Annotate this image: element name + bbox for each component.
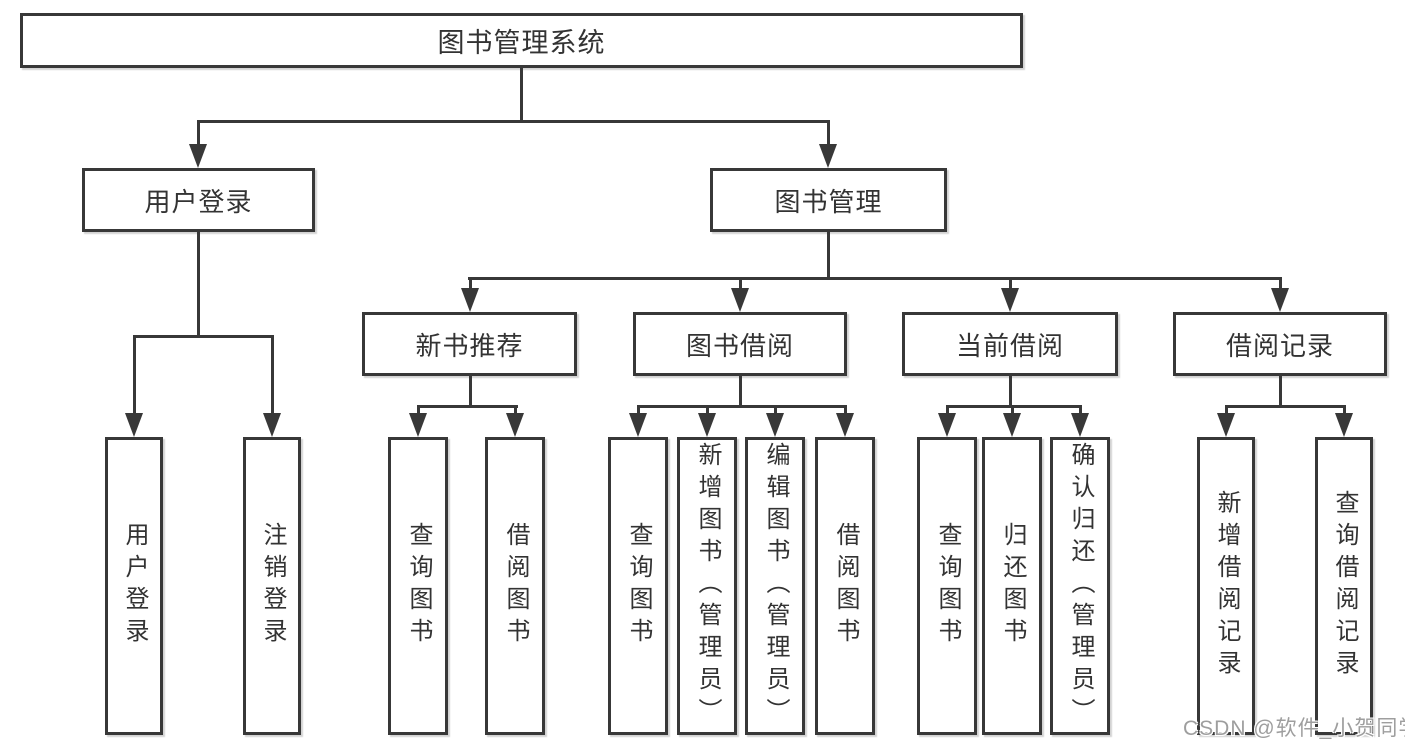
node-book-management-label: 图书管理 xyxy=(774,186,883,217)
node-borrow-record-label: 借阅记录 xyxy=(1225,330,1334,361)
connector-vline xyxy=(1009,277,1012,291)
connector-vline xyxy=(417,405,420,417)
arrow-down-icon xyxy=(1003,413,1021,437)
csdn-watermark: CSDN @软件_小贺同学 xyxy=(1183,717,1405,740)
arrow-down-icon xyxy=(819,144,837,168)
leaf-label: 新增图书（管理员） xyxy=(694,442,721,730)
connector-vline xyxy=(469,376,472,407)
node-book-borrow: 图书借阅 xyxy=(633,312,847,376)
leaf-label: 归还图书 xyxy=(999,522,1026,650)
arrow-down-icon xyxy=(629,413,647,437)
connector-vline xyxy=(197,232,200,338)
node-user-login: 用户登录 xyxy=(82,168,315,232)
arrow-down-icon xyxy=(506,413,524,437)
leaf-label: 注销登录 xyxy=(259,522,286,650)
connector-vline xyxy=(271,335,274,415)
leaf-edit-book-admin: 编辑图书（管理员） xyxy=(745,437,805,735)
leaf-query-book-borrow: 查询图书 xyxy=(608,437,668,735)
node-new-book-recommend-label: 新书推荐 xyxy=(415,330,524,361)
leaf-add-borrow-record: 新增借阅记录 xyxy=(1197,437,1255,735)
node-user-login-label: 用户登录 xyxy=(144,186,253,217)
leaf-label: 用户登录 xyxy=(121,522,148,650)
connector-hline xyxy=(417,405,518,408)
leaf-label: 查询图书 xyxy=(934,522,961,650)
arrow-down-icon xyxy=(461,288,479,312)
connector-vline xyxy=(637,405,640,417)
connector-vline xyxy=(1011,405,1014,417)
connector-vline xyxy=(739,277,742,291)
node-book-borrow-label: 图书借阅 xyxy=(685,330,794,361)
connector-vline xyxy=(739,376,742,407)
node-borrow-record: 借阅记录 xyxy=(1173,312,1387,376)
leaf-user-login: 用户登录 xyxy=(105,437,163,735)
arrow-down-icon xyxy=(125,413,143,437)
connector-vline xyxy=(1279,277,1282,291)
connector-hline xyxy=(946,405,1082,408)
node-book-management: 图书管理 xyxy=(710,168,947,232)
node-root-label: 图书管理系统 xyxy=(437,28,606,58)
leaf-label: 确认归还（管理员） xyxy=(1067,442,1094,730)
leaf-query-book-recommend: 查询图书 xyxy=(388,437,448,735)
arrow-down-icon xyxy=(1217,413,1235,437)
connector-vline xyxy=(197,120,200,148)
connector-hline xyxy=(637,405,847,408)
connector-hline xyxy=(133,335,274,338)
leaf-label: 查询图书 xyxy=(625,522,652,650)
connector-hline xyxy=(1225,405,1346,408)
leaf-query-book-current: 查询图书 xyxy=(917,437,977,735)
connector-vline xyxy=(514,405,517,417)
arrow-down-icon xyxy=(189,144,207,168)
leaf-borrow-book-recommend: 借阅图书 xyxy=(485,437,545,735)
connector-vline xyxy=(1079,405,1082,417)
leaf-confirm-return-admin: 确认归还（管理员） xyxy=(1050,437,1110,735)
connector-vline xyxy=(133,335,136,415)
leaf-add-book-admin: 新增图书（管理员） xyxy=(677,437,737,735)
arrow-down-icon xyxy=(1335,413,1353,437)
connector-vline xyxy=(827,120,830,148)
connector-vline xyxy=(1279,376,1282,407)
node-current-borrow: 当前借阅 xyxy=(902,312,1118,376)
arrow-down-icon xyxy=(938,413,956,437)
leaf-label: 查询借阅记录 xyxy=(1331,490,1358,682)
connector-vline xyxy=(1009,376,1012,407)
arrow-down-icon xyxy=(409,413,427,437)
leaf-borrow-book: 借阅图书 xyxy=(815,437,875,735)
arrow-down-icon xyxy=(1001,288,1019,312)
connector-vline xyxy=(706,405,709,417)
connector-hline xyxy=(197,120,830,123)
node-new-book-recommend: 新书推荐 xyxy=(362,312,577,376)
leaf-label: 借阅图书 xyxy=(832,522,859,650)
leaf-label: 新增借阅记录 xyxy=(1213,490,1240,682)
leaf-label: 查询图书 xyxy=(405,522,432,650)
leaf-label: 编辑图书（管理员） xyxy=(762,442,789,730)
arrow-down-icon xyxy=(1071,413,1089,437)
arrow-down-icon xyxy=(263,413,281,437)
connector-hline xyxy=(468,277,1282,280)
connector-vline xyxy=(520,68,523,120)
node-root: 图书管理系统 xyxy=(20,13,1023,68)
connector-vline xyxy=(844,405,847,417)
arrow-down-icon xyxy=(836,413,854,437)
leaf-return-book: 归还图书 xyxy=(982,437,1042,735)
node-current-borrow-label: 当前借阅 xyxy=(955,330,1064,361)
leaf-query-borrow-record: 查询借阅记录 xyxy=(1315,437,1373,735)
connector-vline xyxy=(1343,405,1346,417)
connector-vline xyxy=(946,405,949,417)
arrow-down-icon xyxy=(698,413,716,437)
connector-vline xyxy=(1225,405,1228,417)
connector-vline xyxy=(469,277,472,291)
arrow-down-icon xyxy=(1271,288,1289,312)
connector-vline xyxy=(827,232,830,280)
leaf-label: 借阅图书 xyxy=(502,522,529,650)
arrow-down-icon xyxy=(766,413,784,437)
arrow-down-icon xyxy=(731,288,749,312)
connector-vline xyxy=(774,405,777,417)
leaf-logout: 注销登录 xyxy=(243,437,301,735)
